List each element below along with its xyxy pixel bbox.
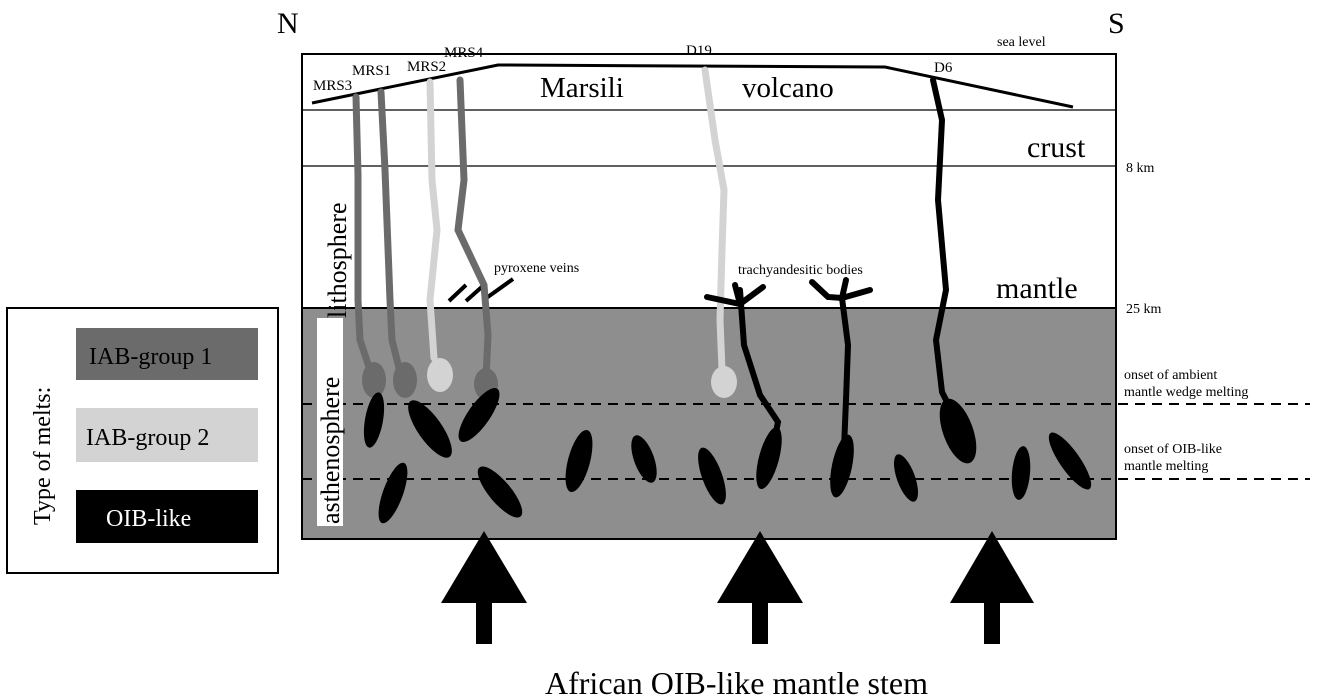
upwelling-arrow-west — [441, 531, 527, 644]
lithosphere-label: lithosphere — [323, 202, 352, 318]
melt-head-mrs2 — [427, 358, 453, 392]
north-label: N — [277, 7, 299, 40]
legend-item-iab-group-1: IAB-group 1 — [76, 328, 258, 380]
trachyandesitic-body-east-stub — [839, 277, 849, 301]
melt-pod — [378, 462, 408, 524]
site-label-mrs1: MRS1 — [352, 63, 391, 79]
melt-head-mrs3 — [362, 362, 386, 398]
upwelling-arrow-center — [717, 531, 803, 644]
melt-pod — [631, 435, 657, 483]
melt-channel-mrs4 — [454, 76, 492, 382]
volcano-name-word2: volcano — [742, 72, 834, 104]
mantle-label: mantle — [996, 272, 1078, 305]
melt-type-legend: Type of melts: IAB-group 1 IAB-group 2 O… — [6, 307, 279, 574]
melt-channel-trachyandesitic-east — [839, 295, 852, 451]
south-label: S — [1108, 7, 1125, 40]
site-label-d19: D19 — [686, 43, 712, 59]
melt-pod — [477, 466, 523, 518]
oib-onset-label-line1: onset of OIB-like — [1124, 442, 1222, 457]
legend-label-iab-group-1: IAB-group 1 — [89, 344, 212, 370]
site-label-d6: D6 — [934, 60, 953, 76]
legend-swatch-oib-like — [76, 490, 258, 543]
legend-swatch-iab-group-2 — [76, 408, 258, 462]
legend-item-oib-like: OIB-like — [76, 490, 258, 543]
site-label-mrs3: MRS3 — [313, 78, 352, 94]
oib-like-melt-pods — [363, 388, 1092, 524]
volcano-profile — [311, 63, 1074, 109]
iab-group-2-melt-heads — [427, 358, 737, 398]
melt-head-mrs1 — [393, 362, 417, 398]
melt-pod — [756, 426, 782, 490]
upwelling-arrows — [441, 531, 1034, 644]
trachyandesitic-bodies-label: trachyandesitic bodies — [738, 263, 863, 278]
upwelling-arrow-east — [950, 531, 1034, 644]
pyroxene-veins-label: pyroxene veins — [494, 261, 579, 276]
melt-pod — [698, 447, 726, 505]
ambient-onset-label-line2: mantle wedge melting — [1124, 385, 1248, 400]
volcano-name-word1: Marsili — [540, 72, 624, 104]
legend-item-iab-group-2: IAB-group 2 — [76, 408, 258, 462]
melt-pod — [565, 429, 593, 493]
iab-group-2-melt-channels — [426, 66, 728, 374]
trachyandesitic-body-west-stub — [732, 282, 743, 307]
ambient-onset-label-line1: onset of ambient — [1124, 368, 1217, 383]
site-label-mrs2: MRS2 — [407, 59, 446, 75]
mantle-stem-caption: African OIB-like mantle stem — [545, 665, 928, 700]
melt-head-d19 — [711, 366, 737, 398]
legend-swatch-iab-group-1 — [76, 328, 258, 380]
melt-pod — [830, 434, 854, 498]
melt-pod — [408, 400, 452, 458]
melt-channel-d19 — [701, 66, 728, 374]
melt-channel-mrs1 — [377, 88, 404, 376]
depth-label-25km: 25 km — [1126, 302, 1162, 317]
legend-label-oib-like: OIB-like — [106, 506, 191, 532]
melt-channel-mrs3 — [352, 93, 374, 374]
melt-pod — [458, 388, 500, 442]
melt-pod — [363, 392, 385, 448]
asthenosphere-label-background — [317, 318, 343, 526]
legend-title: Type of melts: — [30, 387, 56, 525]
trachyandesitic-body-east — [809, 279, 873, 302]
melt-channel-mrs2 — [426, 78, 441, 362]
asthenosphere-label: asthenosphere — [316, 377, 345, 524]
oib-onset-label-line2: mantle melting — [1124, 459, 1208, 474]
melt-channel-d6 — [930, 77, 955, 415]
sea-level-label: sea level — [997, 35, 1046, 50]
crust-label: crust — [1027, 131, 1086, 164]
melt-pod — [893, 454, 919, 502]
iab-group-1-melt-channels — [352, 76, 492, 382]
melt-pod — [1011, 446, 1031, 500]
melt-pod — [939, 398, 977, 464]
site-label-mrs4: MRS4 — [444, 45, 484, 61]
melt-pod — [1048, 432, 1092, 490]
depth-label-8km: 8 km — [1126, 161, 1155, 176]
legend-label-iab-group-2: IAB-group 2 — [86, 425, 209, 451]
